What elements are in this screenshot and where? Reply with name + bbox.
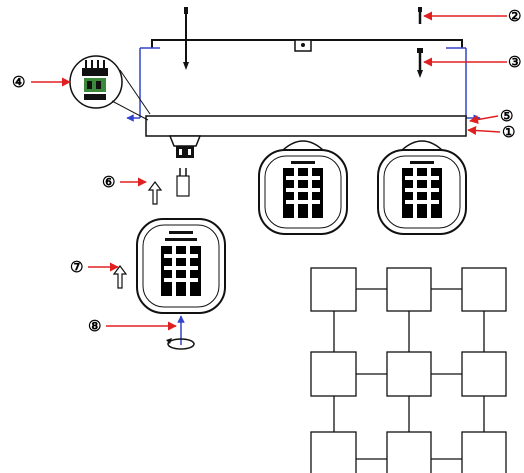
lamp-pin <box>176 168 190 197</box>
mounting-wires <box>126 47 481 122</box>
arrow-up-icon <box>147 181 163 205</box>
mounting-bracket <box>151 39 463 52</box>
screw-icon <box>418 7 422 24</box>
lamp-cover-icon <box>136 218 226 314</box>
ceiling-base <box>145 115 467 137</box>
callout-7: ⑦ <box>70 258 83 276</box>
lamp-cover-icon <box>258 140 348 235</box>
rotate-icon <box>166 315 195 350</box>
layout-grid <box>310 267 507 473</box>
leader-lines <box>31 11 507 331</box>
callout-2: ② <box>508 7 521 25</box>
screw-icon <box>417 48 423 78</box>
terminal-block-icon <box>69 55 151 121</box>
callout-6: ⑥ <box>102 173 115 191</box>
screw-icon <box>183 7 189 70</box>
lamp-cover-icon <box>377 140 467 235</box>
arrow-up-icon <box>112 265 128 289</box>
callout-3: ③ <box>508 53 521 71</box>
callout-4: ④ <box>12 73 25 91</box>
callout-1: ① <box>502 123 515 141</box>
lamp-socket <box>168 135 202 158</box>
callout-5: ⑤ <box>500 107 513 125</box>
callout-8: ⑧ <box>88 317 101 335</box>
